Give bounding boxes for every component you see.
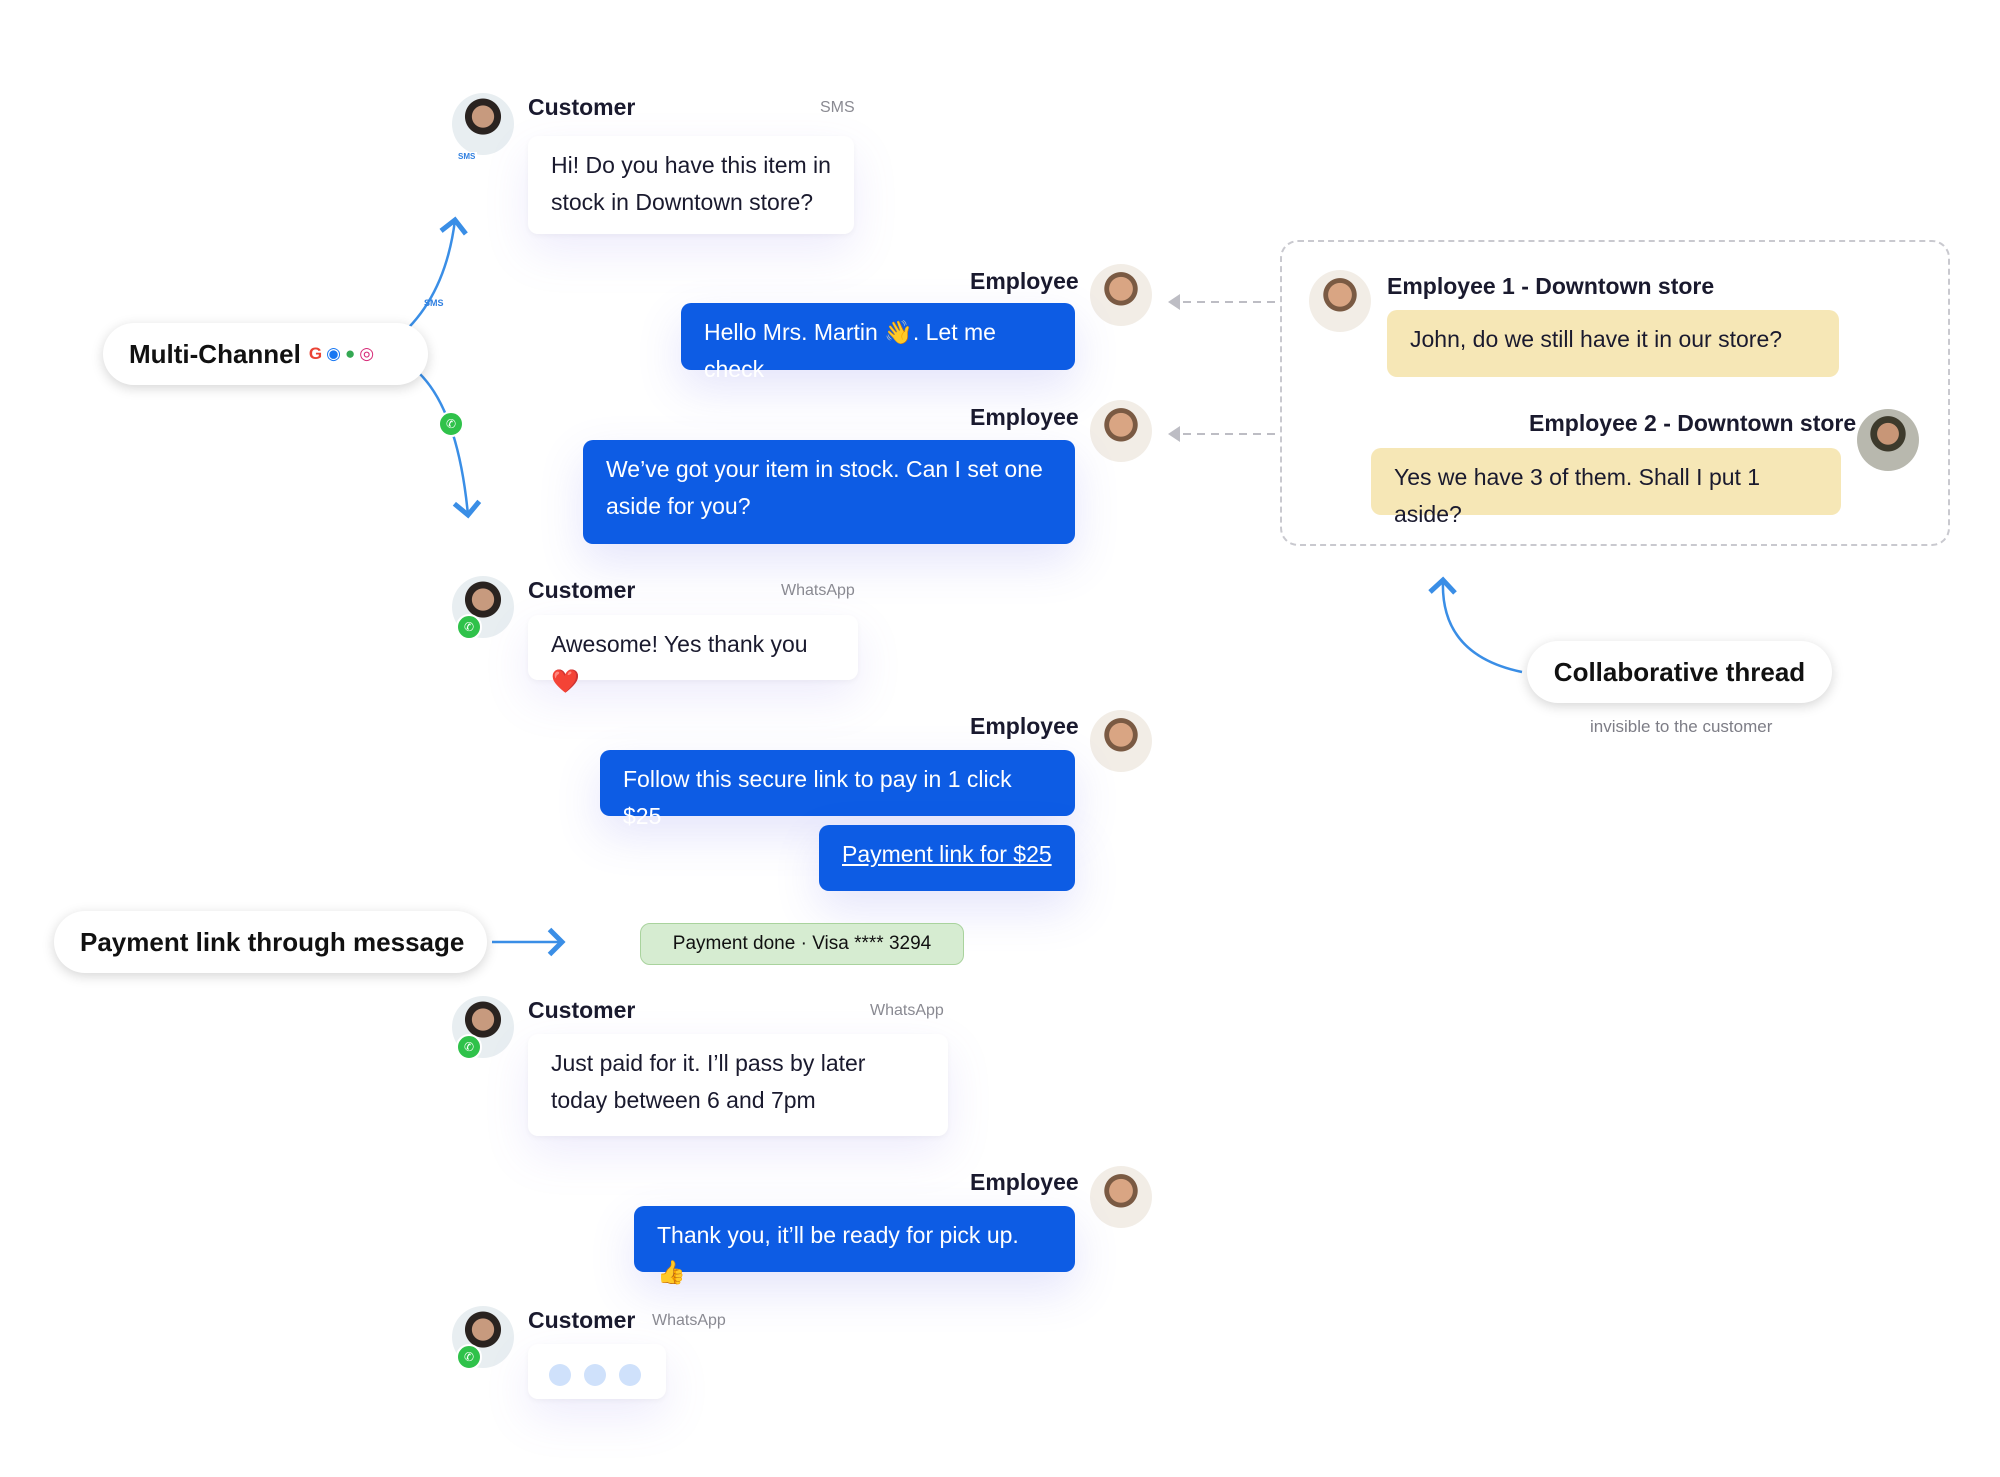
sms-connector — [394, 216, 468, 341]
maps-icon: ● — [344, 344, 356, 363]
sms-tag: SMS — [424, 298, 444, 308]
collaborative-thread-pill: Collaborative thread — [1527, 641, 1832, 703]
whatsapp-badge-icon: ✆ — [456, 1344, 482, 1370]
multi-channel-pill: Multi-Channel G ◉ ● ◎ — [103, 323, 428, 385]
employee-avatar — [1090, 710, 1152, 772]
sender-name: Customer — [528, 94, 636, 120]
channel-label: WhatsApp — [652, 1312, 726, 1329]
sender-name: Customer — [528, 577, 636, 603]
collab-sender-name: Employee 2 - Downtown store — [1529, 410, 1857, 436]
sender-name: Customer — [528, 1307, 636, 1333]
collab-sender-name: Employee 1 - Downtown store — [1387, 273, 1715, 299]
channel-label: WhatsApp — [781, 582, 855, 599]
employee-message: We’ve got your item in stock. Can I set … — [583, 440, 1075, 544]
payment-status-chip: Payment done · Visa **** 3294 — [640, 923, 964, 965]
employee-message: Hello Mrs. Martin 👋. Let me check — [681, 303, 1075, 382]
payment-feature-label: Payment link through message — [80, 926, 465, 957]
google-icon: G — [308, 344, 323, 363]
payment-status-text: Payment done · Visa **** 3294 — [672, 933, 932, 954]
customer-avatar: ✆ — [452, 996, 514, 1060]
customer-avatar: SMS — [452, 93, 514, 161]
customer-avatar: ✆ — [452, 576, 514, 640]
customer-message: Awesome! Yes thank you ❤️ — [528, 615, 858, 694]
collaborative-thread-box — [1280, 240, 1950, 546]
collaborative-caption: invisible to the customer — [1590, 717, 1773, 736]
employee-avatar — [1090, 400, 1152, 462]
employee-message: Follow this secure link to pay in 1 clic… — [600, 750, 1075, 829]
payment-link[interactable]: Payment link for $25 — [842, 841, 1052, 867]
typing-dot — [549, 1364, 571, 1386]
whatsapp-badge-icon: ✆ — [456, 1034, 482, 1060]
customer-message: Hi! Do you have this item in stock in Do… — [528, 136, 854, 234]
sender-name: Employee — [970, 268, 1079, 294]
sms-badge: SMS — [456, 152, 478, 161]
internal-note: John, do we still have it in our store? — [1387, 310, 1839, 377]
sender-name: Employee — [970, 1169, 1079, 1195]
instagram-icon: ◎ — [359, 344, 375, 363]
channel-label: SMS — [820, 99, 855, 116]
sender-name: Employee — [970, 404, 1079, 430]
whatsapp-badge-icon: ✆ — [456, 614, 482, 640]
channel-label: WhatsApp — [870, 1002, 944, 1019]
typing-dot — [619, 1364, 641, 1386]
collaborative-thread-label: Collaborative thread — [1553, 656, 1806, 687]
payment-link-button[interactable]: Payment link for $25 — [819, 825, 1075, 891]
customer-message: Just paid for it. I’ll pass by later tod… — [528, 1034, 948, 1136]
typing-indicator — [528, 1344, 666, 1399]
employee-avatar — [1090, 1166, 1152, 1228]
sender-name: Employee — [970, 713, 1079, 739]
multi-channel-label: Multi-Channel — [129, 338, 301, 369]
typing-dot — [584, 1364, 606, 1386]
messenger-icon: ◉ — [326, 344, 341, 363]
payment-feature-pill: Payment link through message — [54, 911, 487, 973]
collab-connector — [1428, 576, 1523, 674]
internal-note: Yes we have 3 of them. Shall I put 1 asi… — [1371, 448, 1841, 527]
whatsapp-connector — [417, 371, 482, 519]
sender-name: Customer — [528, 997, 636, 1023]
employee-1-avatar — [1309, 270, 1371, 332]
customer-avatar: ✆ — [452, 1306, 514, 1370]
employee-message: Thank you, it’ll be ready for pick up. 👍 — [634, 1206, 1075, 1285]
whatsapp-icon: ✆ — [438, 411, 464, 437]
employee-avatar — [1090, 264, 1152, 326]
employee-2-avatar — [1857, 409, 1919, 471]
